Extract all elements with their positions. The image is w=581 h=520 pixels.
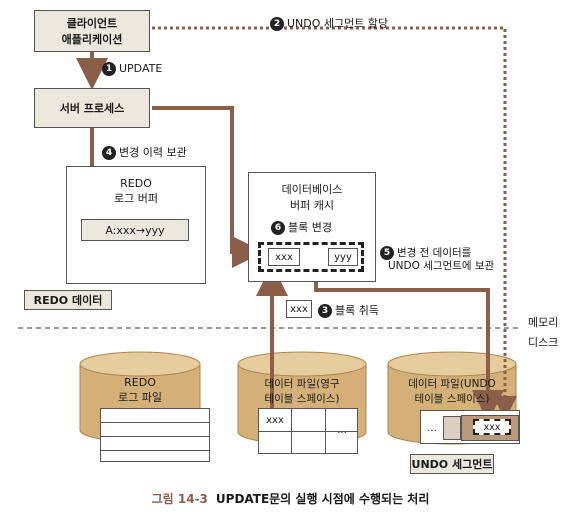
redo-log-file-table xyxy=(100,408,210,462)
undo-segment-area: ... xxx xyxy=(420,410,520,444)
old-value-cell: xxx xyxy=(268,248,300,266)
client-line2: 애플리케이션 xyxy=(61,33,123,46)
undo-block-plain xyxy=(443,416,461,440)
figure-caption: 그림 14-3 UPDATE문의 실행 시점에 수행되는 처리 xyxy=(0,490,581,507)
client-line1: 클라이언트 xyxy=(66,17,118,30)
client-application-box: 클라이언트 애플리케이션 xyxy=(34,10,150,52)
db-cache-line2: 버퍼 캐시 xyxy=(290,199,334,212)
undo-file-label: 데이터 파일(UNDO 테이블 스페이스) xyxy=(408,378,496,405)
redo-buffer-line2: 로그 버퍼 xyxy=(114,192,158,205)
disk-region-label: 디스크 xyxy=(528,336,559,349)
memory-region-label: 메모리 xyxy=(528,316,559,329)
data-file-ellipsis: ... xyxy=(337,424,347,436)
redo-buffer-line1: REDO xyxy=(120,177,152,190)
redo-data-callout: REDO 데이터 xyxy=(24,290,112,310)
undo-ellipsis: ... xyxy=(427,422,437,434)
undo-segment-callout: UNDO 세그먼트 xyxy=(410,454,494,474)
db-cache-line1: 데이터베이스 xyxy=(281,183,343,196)
redo-log-buffer: REDO 로그 버퍼 A:xxx→yyy xyxy=(66,166,206,284)
caption-figure-number: 그림 14-3 xyxy=(151,492,208,506)
undo-segment-cell: xxx xyxy=(473,419,511,435)
data-file-cell: xxx xyxy=(266,414,284,426)
fetched-block-cell: xxx xyxy=(286,300,312,318)
arrow-block-change xyxy=(152,106,264,268)
server-label: 서버 프로세스 xyxy=(59,102,125,115)
server-process-box: 서버 프로세스 xyxy=(34,88,150,128)
caption-text: UPDATE문의 실행 시점에 수행되는 처리 xyxy=(215,492,430,506)
new-value-cell: yyy xyxy=(328,248,358,266)
data-file-table: xxx ... xyxy=(258,408,358,454)
data-file-label: 데이터 파일(영구 테이블 스페이스) xyxy=(264,378,340,405)
redo-log-file-label: REDO 로그 파일 xyxy=(118,376,162,404)
redo-entry: A:xxx→yyy xyxy=(81,219,189,241)
